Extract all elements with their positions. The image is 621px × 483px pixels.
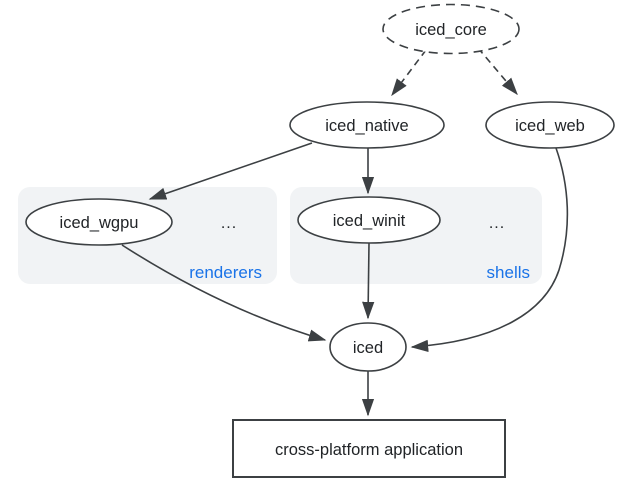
edge-iced-core-to-iced-web <box>477 47 518 96</box>
edge-iced-core-to-iced-native <box>391 49 427 97</box>
iced-core-ellipse <box>382 3 520 55</box>
iced-ellipse <box>329 322 407 372</box>
node-cross-platform-application: cross-platform application <box>232 419 506 478</box>
node-iced-winit: iced_winit <box>297 196 441 244</box>
iced-wgpu-ellipse <box>25 198 173 246</box>
node-iced-web: iced_web <box>485 101 615 149</box>
node-iced-core: iced_core <box>382 3 520 55</box>
renderers-group-label: renderers <box>189 263 262 282</box>
iced-winit-ellipse <box>297 196 441 244</box>
iced-native-ellipse <box>289 101 445 149</box>
iced-label: iced <box>353 339 383 357</box>
iced-wgpu-label: iced_wgpu <box>60 214 139 232</box>
iced-winit-label: iced_winit <box>333 212 406 230</box>
iced-native-label: iced_native <box>325 117 408 135</box>
application-label: cross-platform application <box>275 441 463 459</box>
edge-iced-native-to-iced-wgpu <box>148 142 313 200</box>
edge-iced-wgpu-to-iced <box>121 244 327 342</box>
node-iced-native: iced_native <box>289 101 445 149</box>
edge-iced-web-to-iced <box>410 147 569 352</box>
shells-group-label: shells <box>487 263 530 282</box>
iced-web-label: iced_web <box>515 117 585 135</box>
iced-core-label: iced_core <box>415 21 487 39</box>
iced-web-ellipse <box>485 101 615 149</box>
node-iced-wgpu: iced_wgpu <box>25 198 173 246</box>
renderers-ellipsis: ... <box>221 215 237 232</box>
shells-ellipsis: ... <box>489 215 505 232</box>
node-iced: iced <box>329 322 407 372</box>
application-rect <box>232 419 506 478</box>
edge-iced-winit-to-iced <box>362 242 375 320</box>
